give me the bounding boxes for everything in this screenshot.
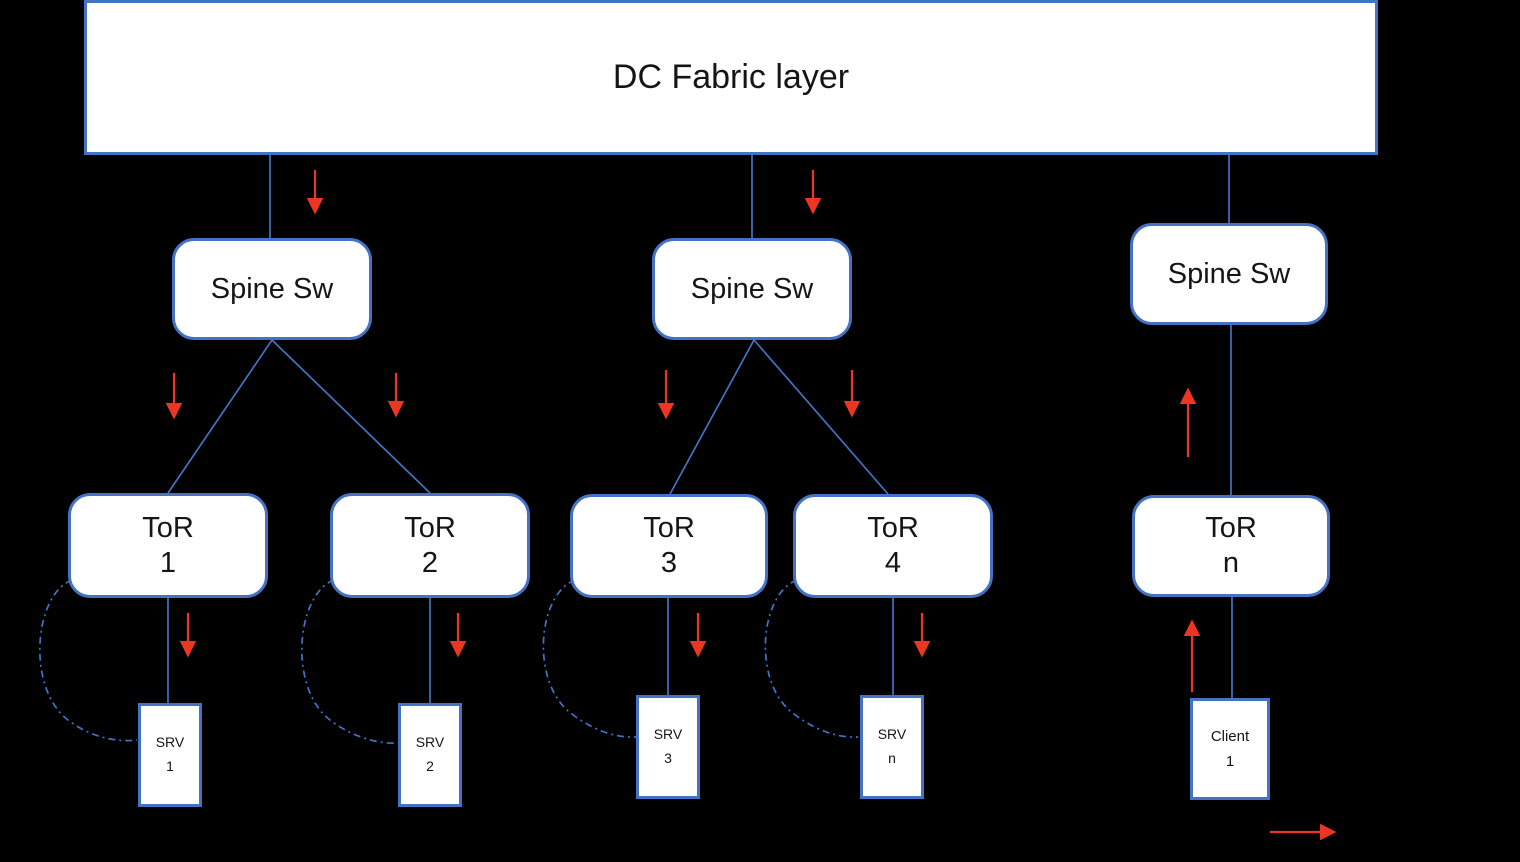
tor-box-4: ToR 4 xyxy=(793,494,993,598)
loopback-curve-tor2-srv2 xyxy=(301,579,398,744)
spine-sw-label: Spine Sw xyxy=(210,272,334,305)
tor-name: ToR xyxy=(404,511,456,544)
srv-id: 1 xyxy=(166,758,174,774)
srv-id: 2 xyxy=(426,758,434,774)
loopback-curves xyxy=(39,579,859,744)
srv-box-3: SRV 3 xyxy=(636,695,700,799)
connector-spine2-tor4 xyxy=(753,339,889,495)
srv-box-n: SRV n xyxy=(860,695,924,799)
srv-name: SRV xyxy=(415,734,445,751)
tor-name: ToR xyxy=(643,512,695,545)
blue-connectors xyxy=(167,155,1233,703)
srv-name: SRV xyxy=(877,726,907,743)
client-name: Client xyxy=(1210,727,1250,745)
spine-sw-label: Spine Sw xyxy=(1167,257,1291,290)
connector-spine1-tor2 xyxy=(271,339,431,494)
tor-box-2: ToR 2 xyxy=(330,493,530,598)
srv-name: SRV xyxy=(155,734,185,751)
tor-box-n: ToR n xyxy=(1132,495,1330,597)
spine-sw-label: Spine Sw xyxy=(690,272,814,305)
spine-sw-box-3: Spine Sw xyxy=(1130,223,1328,325)
tor-id: 4 xyxy=(884,547,902,579)
client-box-1: Client 1 xyxy=(1190,698,1270,800)
spine-sw-box-1: Spine Sw xyxy=(172,238,372,340)
tor-id: n xyxy=(1222,547,1240,579)
tor-box-1: ToR 1 xyxy=(68,493,268,598)
tor-id: 3 xyxy=(660,547,678,579)
loopback-curve-tor4-srvn xyxy=(764,579,859,738)
loopback-curve-tor3-srv3 xyxy=(542,579,637,738)
tor-name: ToR xyxy=(1205,512,1257,545)
connector-spine1-tor1 xyxy=(167,339,273,494)
tor-name: ToR xyxy=(142,511,194,544)
tor-id: 1 xyxy=(159,546,177,579)
srv-box-1: SRV 1 xyxy=(138,703,202,807)
tor-box-3: ToR 3 xyxy=(570,494,768,598)
tor-id: 2 xyxy=(421,546,439,579)
loopback-curve-tor1-srv1 xyxy=(39,579,138,742)
traffic-arrows xyxy=(165,170,1337,841)
tor-name: ToR xyxy=(867,512,919,545)
srv-id: n xyxy=(888,750,896,766)
spine-sw-box-2: Spine Sw xyxy=(652,238,852,340)
srv-box-2: SRV 2 xyxy=(398,703,462,807)
client-id: 1 xyxy=(1225,753,1235,770)
dc-fabric-box: DC Fabric layer xyxy=(84,0,1378,155)
srv-id: 3 xyxy=(664,750,672,766)
dc-fabric-label: DC Fabric layer xyxy=(612,58,850,96)
srv-name: SRV xyxy=(653,726,683,743)
connector-spine2-tor3 xyxy=(669,339,755,495)
